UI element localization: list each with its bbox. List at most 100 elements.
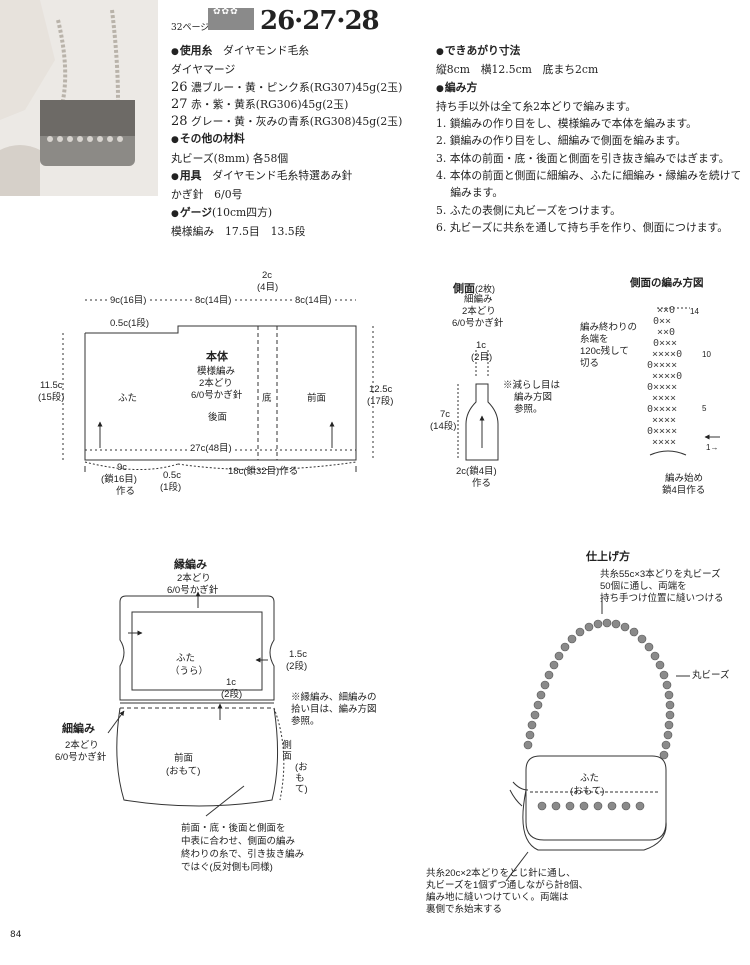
yarn-item: 26 濃ブルー・黄・ピンク系(RG307)45g(2玉) [171, 79, 403, 95]
bullet-icon: ● [171, 47, 179, 57]
side-title: 側面 [453, 283, 475, 295]
method-step: 3. 本体の前面・底・後面と側面を引き抜き編みではぎます。 [436, 151, 730, 165]
body-title: 本体 [206, 351, 228, 363]
chart-title: 側面の編み方図 [630, 277, 704, 289]
page-number: 84 [10, 930, 22, 940]
bullet-icon: ● [171, 135, 179, 146]
lid-back-label: ふた [176, 653, 196, 664]
side-stitch: 細編み [464, 294, 493, 305]
svg-text:××××: ×××× [652, 437, 676, 448]
side-sub: (おもて) [295, 762, 308, 795]
bullet-icon: ● [436, 83, 444, 94]
svg-text:0××××: 0×××× [647, 404, 677, 415]
left-rows: (15段) [38, 392, 65, 403]
edge-note: 参照。 [291, 716, 320, 727]
finished-bag-outline [525, 755, 667, 841]
chart-note: 編み終わりの [580, 322, 638, 333]
finish-title: 仕上げ方 [586, 551, 630, 563]
bag-photo-illustration [0, 0, 158, 196]
bottom-label: 底 [262, 393, 272, 404]
size-value: 縦8cm 横12.5cm 底まち2cm [436, 63, 599, 77]
side-piece-outline [465, 383, 499, 461]
yarn-brand: ダイヤモンド毛糸 [223, 44, 310, 57]
half-row: (1段) [160, 482, 182, 493]
right-rows: (17段) [367, 396, 394, 407]
edge-note: 拾い目は、編み方図 [291, 704, 377, 715]
lid-front-sub: (おもて) [570, 786, 605, 797]
dim-top: 9c(16目) [108, 295, 149, 307]
side-count: (2枚) [475, 284, 495, 294]
handle-beads [523, 618, 675, 760]
row-number: 5 [702, 404, 707, 413]
handle-note: 持ち手つけ位置に縫いつける [600, 593, 724, 604]
edge-note: ※縁編み、細編みの [291, 692, 377, 703]
gauge-sub: (10cm四方) [212, 205, 273, 219]
side-bottom: 作る [472, 478, 492, 489]
side-height: 7c [440, 409, 451, 420]
body-outline [84, 325, 357, 461]
svg-text:0×××: 0××× [653, 338, 677, 349]
side-strands: 2本どり [462, 306, 496, 317]
other-heading: その他の材料 [179, 133, 245, 146]
edge-hook: 6/0号かぎ針 [167, 585, 219, 596]
join-note: 前面・底・後面と側面を [181, 823, 286, 834]
sc-dim-rows: (2段) [221, 689, 243, 700]
lid-front-label: ふた [580, 773, 600, 784]
method-intro: 持ち手以外は全て糸2本どりで編みます。 [436, 99, 637, 113]
dim-top-center-rows: (4目) [257, 282, 279, 293]
side-label: 側面 [282, 740, 292, 762]
svg-text:××××0: ××××0 [652, 349, 682, 360]
size-heading: できあがり寸法 [444, 45, 521, 57]
side-top-width: (2目) [471, 352, 493, 363]
chart-note: 糸端を [580, 334, 609, 345]
yarn-item: 27 赤・紫・黄系(RG306)45g(2玉) [171, 96, 349, 112]
method-section: ●できあがり寸法 縦8cm 横12.5cm 底まち2cm ●編み方 持ち手以外は… [436, 42, 746, 236]
left-height: 11.5c [40, 380, 63, 391]
sc-hook: 6/0号かぎ針 [55, 752, 107, 763]
width-total: 27c(48目) [188, 443, 234, 455]
edge-row-label: 0.5c(1段) [110, 318, 150, 329]
tools-value: ダイヤモンド毛糸特選あみ針 [212, 169, 353, 183]
side-note: 編み方図 [514, 392, 553, 403]
yarn-name: ダイヤマージ [171, 63, 236, 77]
chain-left: 作る [116, 486, 136, 497]
half-row: 0.5c [163, 470, 181, 481]
hook-size: かぎ針 6/0号 [171, 188, 243, 202]
method-step: 2. 鎖編みの作り目をし、細編みで側面を編みます。 [436, 134, 687, 148]
edge-strands: 2本どり [177, 573, 211, 584]
lid-beads [537, 801, 645, 811]
join-note: 終わりの糸で、引き抜き編み [181, 849, 305, 860]
dim-top: 8c(14目) [193, 295, 234, 307]
pattern-numbers: 26·27·28 [260, 6, 380, 36]
row-number: 1→ [706, 443, 719, 452]
join-note: 中表に合わせ、側面の編み [181, 836, 296, 847]
method-step: 4. 本体の前面と側面に細編み、ふたに細編み・縁編みを続けて [436, 169, 742, 183]
method-heading: 編み方 [444, 81, 478, 94]
front-sub: (おもて) [166, 766, 201, 777]
edge-title: 縁編み [174, 559, 207, 571]
chart-note: 切る [580, 358, 600, 369]
yarn-heading: 使用糸 [179, 45, 213, 57]
yarn-item: 28 グレー・黄・灰みの青系(RG308)45g(2玉) [171, 114, 403, 130]
front-body-outline [116, 707, 279, 807]
edge-dim: 1.5c [289, 649, 307, 660]
pattern-badge: ✿✿✿ [208, 7, 254, 30]
chain-right: 18c(鎖32目)作る [228, 466, 299, 477]
edge-dim-rows: (2段) [286, 661, 308, 672]
back-label: 後面 [208, 412, 228, 423]
dim-top-center: 2c [262, 270, 273, 281]
bead-note: 共糸20c×2本どりをとじ針に通し、 [426, 868, 576, 879]
sc-title: 細編み [62, 723, 95, 735]
chart-start: 鎖4目作る [662, 485, 706, 496]
chart-start: 編み始め [665, 473, 704, 484]
lid-edge-outline [119, 595, 275, 701]
sc-strands: 2本どり [65, 740, 99, 751]
bullet-icon: ● [171, 172, 179, 183]
join-note: ではぐ(反対側も同様) [181, 862, 273, 873]
tools-heading: 用具 [179, 170, 202, 183]
row-number: 14 [690, 307, 699, 316]
page-reference: 32ページ [171, 23, 210, 33]
product-photo [0, 0, 158, 196]
method-step: 編みます。 [436, 186, 504, 200]
body-hook: 6/0号かぎ針 [191, 390, 243, 401]
